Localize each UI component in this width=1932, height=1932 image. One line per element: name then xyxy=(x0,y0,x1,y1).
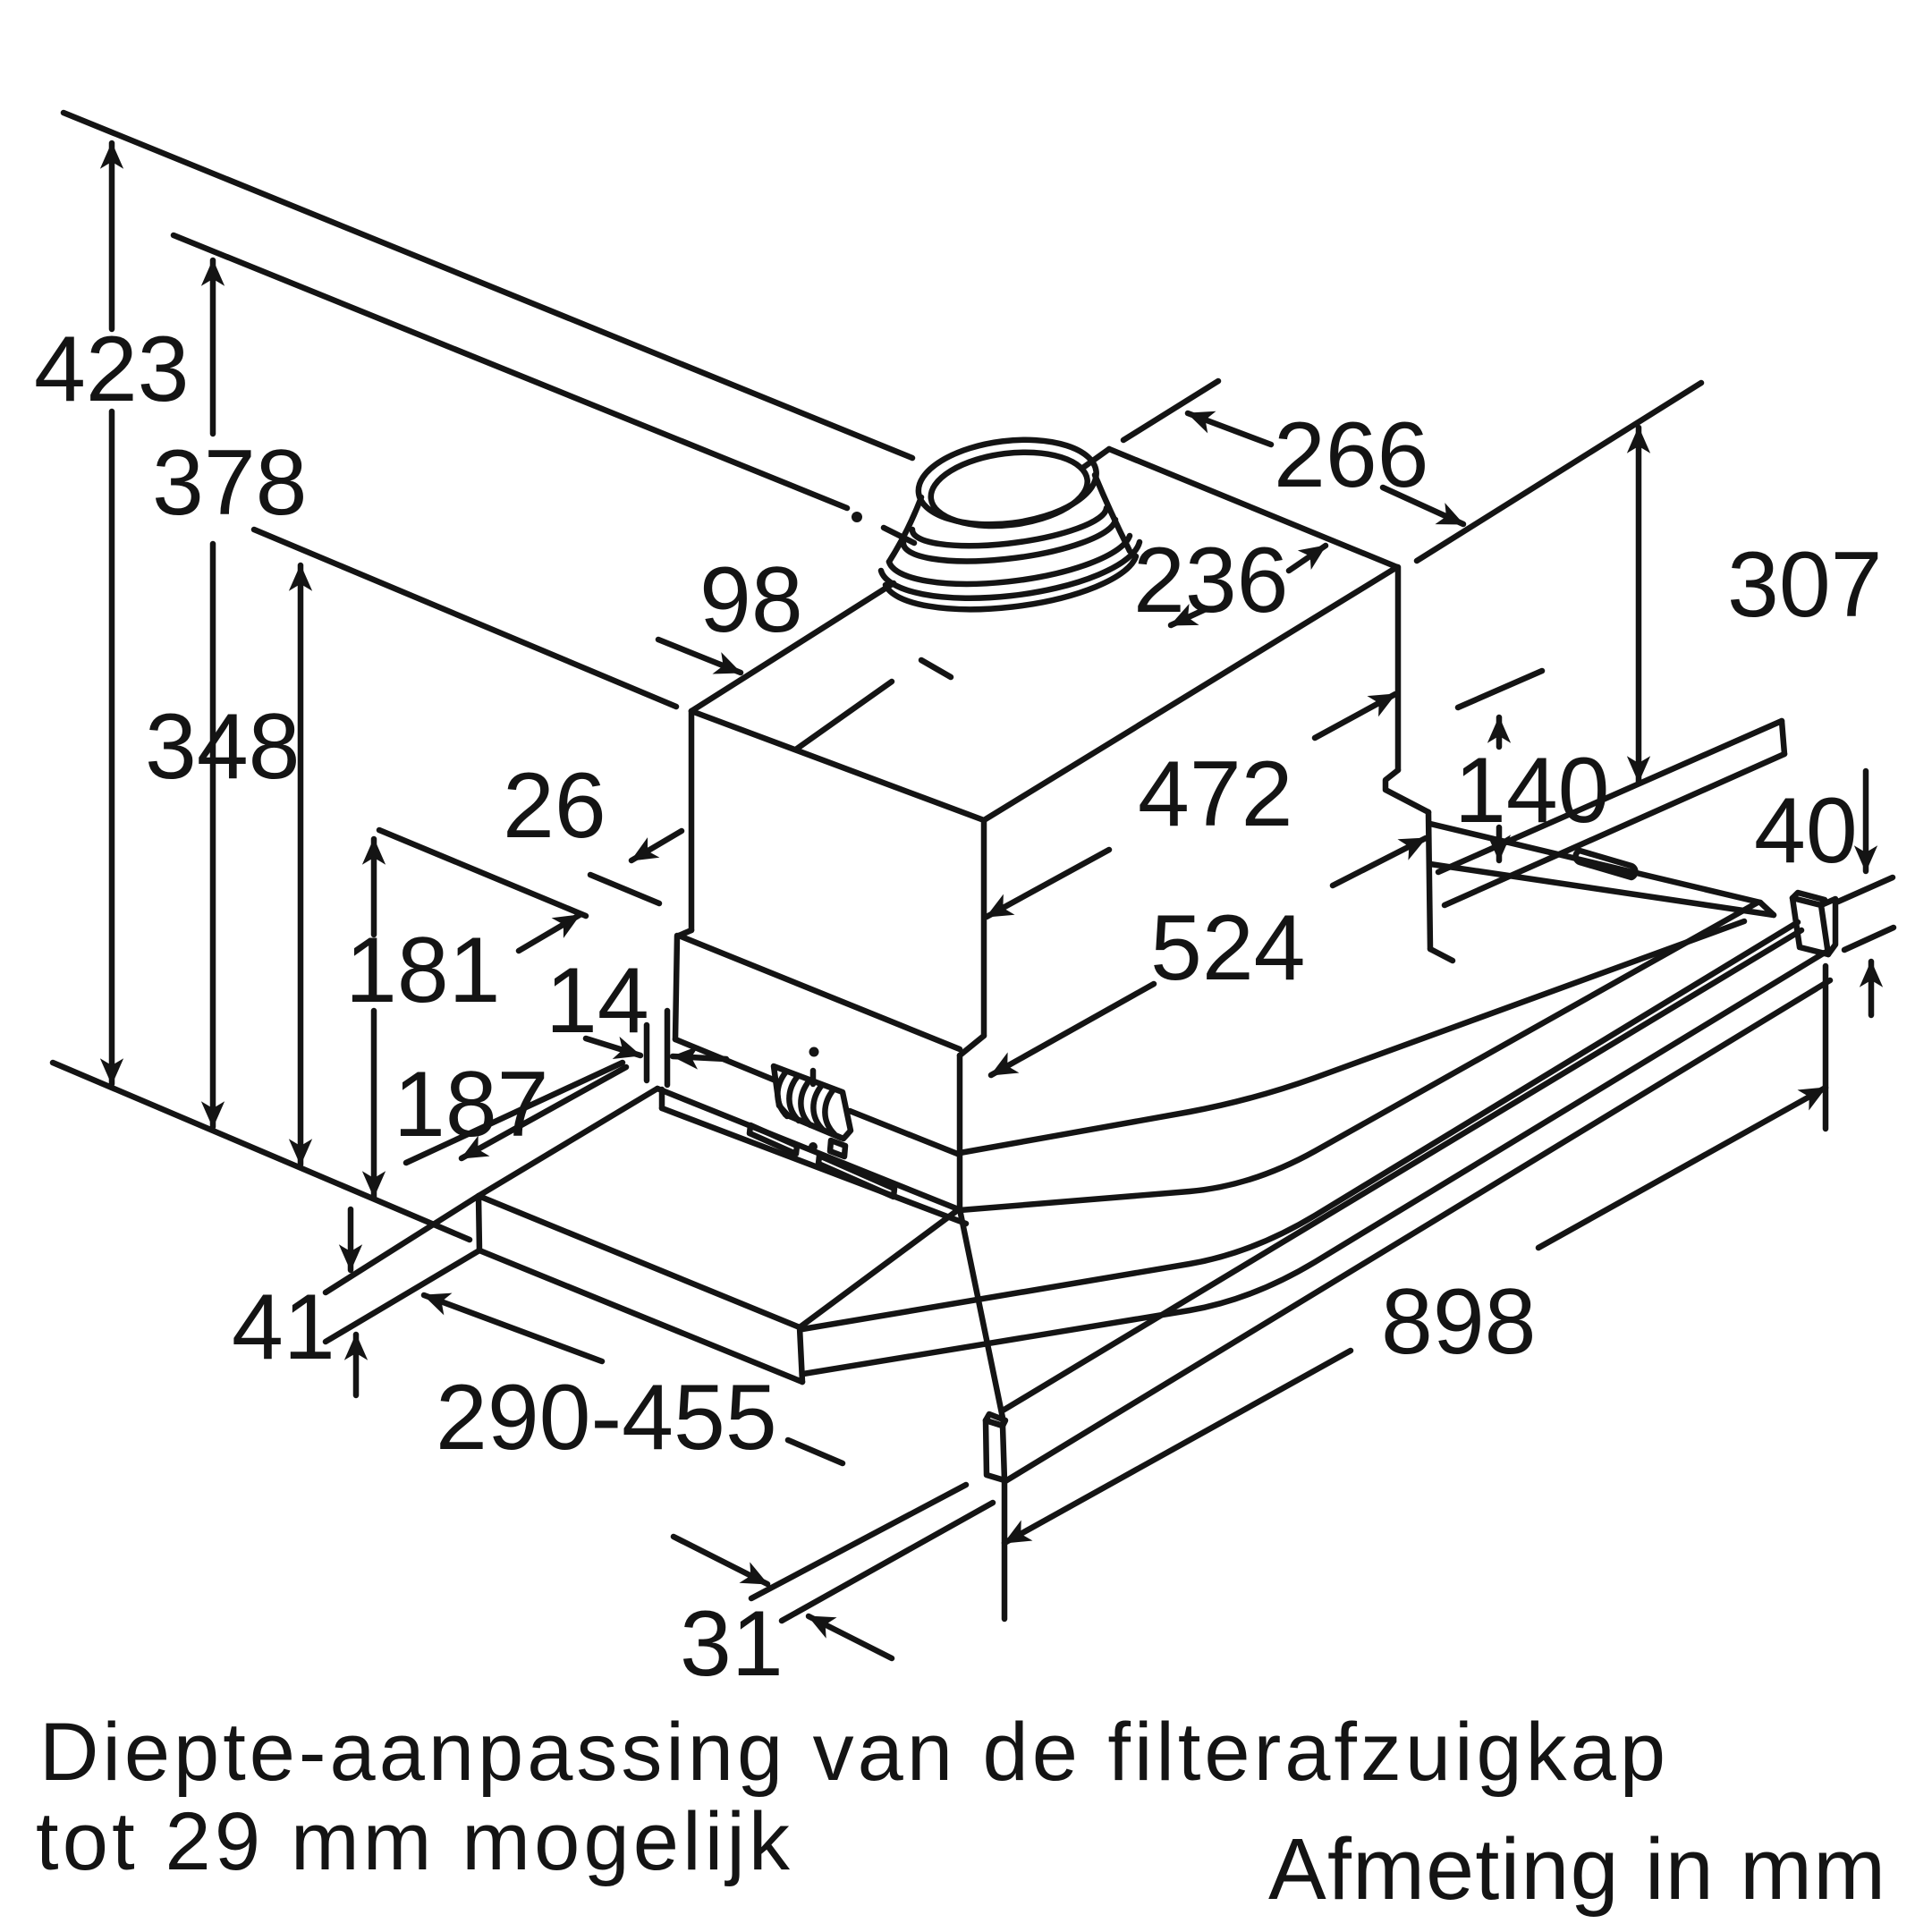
svg-text:423: 423 xyxy=(34,318,190,421)
svg-text:98: 98 xyxy=(699,548,803,652)
svg-text:31: 31 xyxy=(680,1592,784,1696)
svg-text:236: 236 xyxy=(1133,529,1289,632)
svg-text:26: 26 xyxy=(503,754,606,858)
svg-text:140: 140 xyxy=(1454,739,1610,843)
svg-text:524: 524 xyxy=(1150,896,1306,1000)
svg-text:290-455: 290-455 xyxy=(436,1366,777,1470)
svg-text:378: 378 xyxy=(152,431,308,535)
svg-text:898: 898 xyxy=(1381,1270,1537,1374)
svg-text:348: 348 xyxy=(145,695,301,799)
svg-text:187: 187 xyxy=(394,1053,549,1157)
svg-text:Afmeting in mm: Afmeting in mm xyxy=(1268,1820,1885,1918)
svg-text:41: 41 xyxy=(232,1275,335,1379)
svg-text:181: 181 xyxy=(345,919,501,1022)
svg-text:Diepte-aanpassing van de filte: Diepte-aanpassing van de filterafzuigkap xyxy=(39,1707,1665,1798)
svg-text:307: 307 xyxy=(1727,533,1883,637)
svg-text:40: 40 xyxy=(1754,779,1858,883)
svg-text:266: 266 xyxy=(1274,403,1429,507)
svg-text:14: 14 xyxy=(546,949,649,1053)
svg-text:472: 472 xyxy=(1138,742,1293,846)
svg-text:tot 29 mm mogelijk: tot 29 mm mogelijk xyxy=(36,1796,791,1887)
